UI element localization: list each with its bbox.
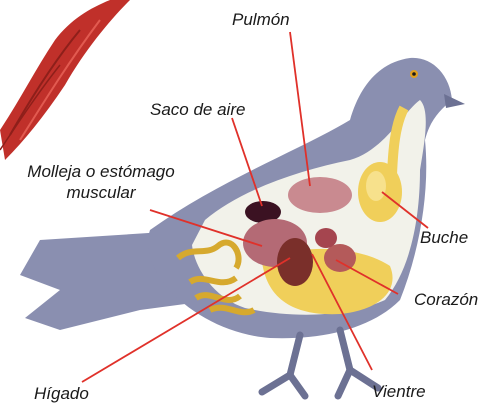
label-higado: Hígado	[34, 384, 89, 404]
label-molleja-line1: Molleja o estómago	[6, 162, 196, 182]
label-molleja-line2: muscular	[6, 183, 196, 203]
muscle-fibres	[0, 0, 130, 160]
lung	[288, 177, 352, 213]
label-saco-de-aire: Saco de aire	[150, 100, 245, 120]
label-corazon: Corazón	[414, 290, 478, 310]
label-pulmon: Pulmón	[232, 10, 290, 30]
beak	[444, 94, 465, 108]
label-vientre: Vientre	[372, 382, 426, 402]
legs	[262, 330, 378, 396]
label-buche: Buche	[420, 228, 468, 248]
